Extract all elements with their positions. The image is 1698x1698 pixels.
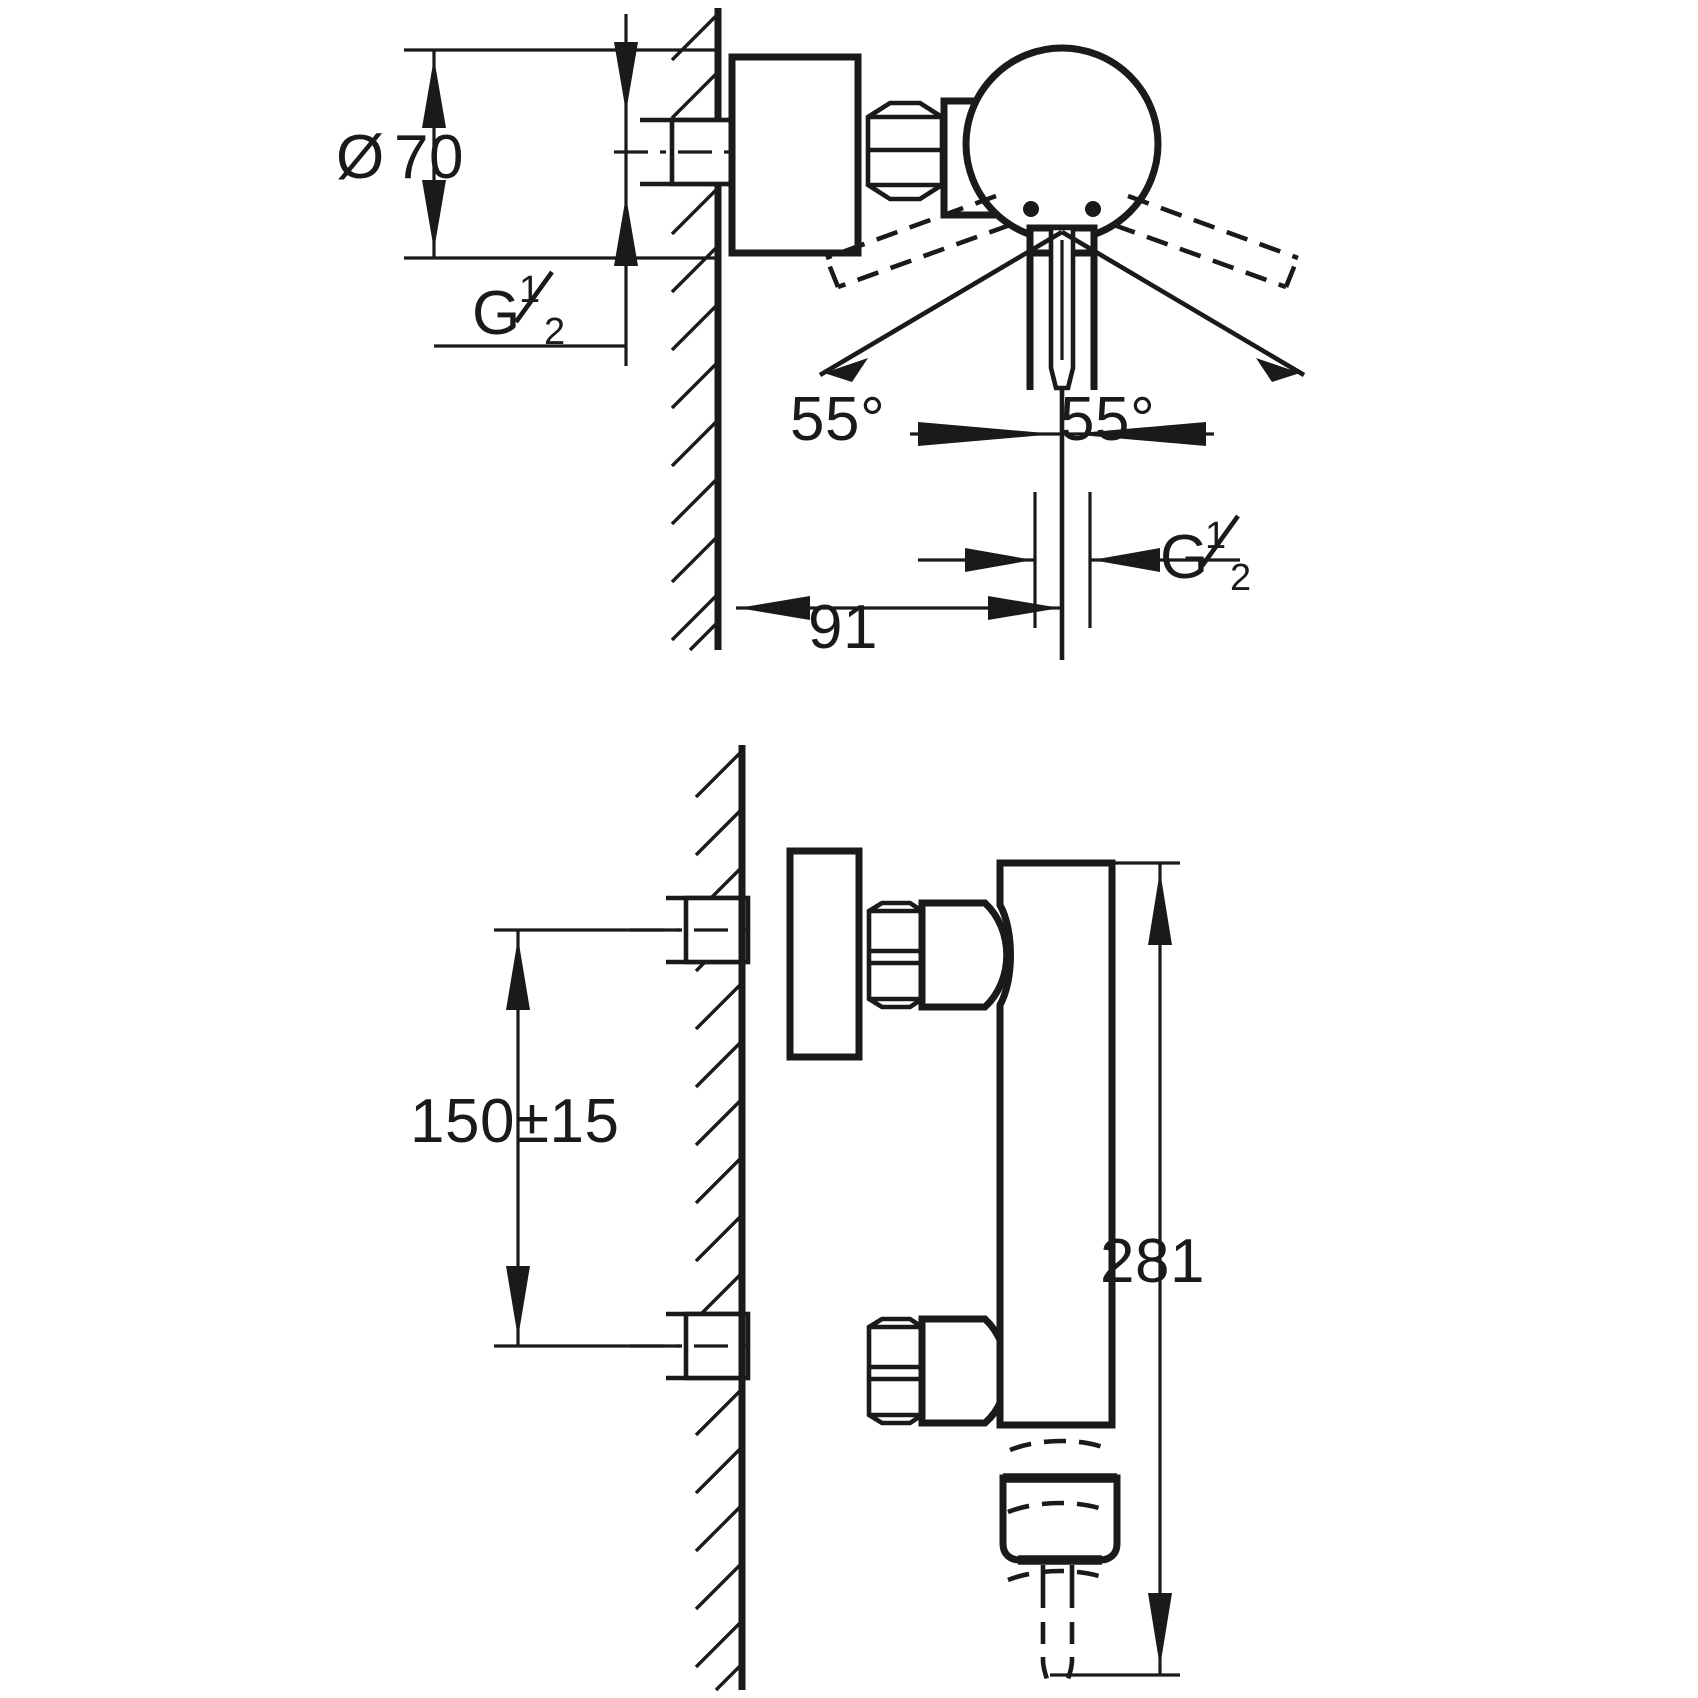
thread-top-dim: G 1 2 (434, 269, 626, 353)
escutcheon-top (728, 53, 862, 257)
height-281-arrow-down (1148, 1593, 1172, 1667)
thread-outlet-arrow-right (1092, 548, 1160, 572)
mixer-body-circle-top (962, 44, 1162, 244)
upper-connector (918, 899, 1011, 1011)
outlet-stem-front (1040, 1565, 1075, 1691)
spacing-150-label: 150±15 (410, 1087, 619, 1156)
lower-inlet-nipple (630, 1311, 756, 1381)
thread-outlet-fraction-bar (1200, 514, 1240, 568)
lower-connector-shape (918, 1315, 1011, 1427)
lever-swing-right (1113, 193, 1301, 290)
outlet-cap (999, 1438, 1121, 1583)
center-arrow-right (1068, 422, 1206, 446)
projection-91-label: 91 (808, 593, 878, 662)
center-datum-arrows (910, 422, 1214, 446)
angle-ray-right (1060, 230, 1306, 377)
mixer-body-outline-top (962, 44, 1162, 244)
spacing-150-dim: 150±15 (410, 928, 680, 1348)
diameter-70-right-arrow-up (614, 196, 638, 266)
projection-91-dim: 91 (736, 593, 1062, 662)
top-view-group: 55° 55° G 1 2 91 (336, 8, 1306, 662)
lever-swing-left (823, 193, 1011, 290)
diameter-70-dim: Ø 70 (336, 14, 718, 366)
escutcheon-plate-top (728, 53, 862, 257)
lever-handle-center (1026, 224, 1098, 391)
front-view-group: 150±15 281 (410, 745, 1205, 1692)
diameter-70-symbol: Ø (336, 123, 385, 192)
upper-inlet-nipple (630, 895, 756, 965)
angle-arrowhead-right (1256, 358, 1300, 382)
height-281-dim: 281 (1050, 861, 1205, 1677)
height-281-arrow-up (1148, 871, 1172, 945)
diameter-70-arrow-up (422, 58, 446, 128)
upper-escutcheon-plate-fg (786, 847, 863, 1061)
lower-inlet-body (683, 1311, 751, 1381)
outlet-stem-right-hidden (1064, 1622, 1075, 1691)
mixer-body-outline-front (996, 859, 1116, 1429)
lower-hex-nut (866, 1316, 925, 1426)
projection-91-arrow-right (988, 596, 1060, 620)
height-281-label: 281 (1100, 1227, 1205, 1296)
thread-top-numerator: 1 (519, 269, 540, 311)
outlet-cap-body (999, 1474, 1121, 1564)
thread-outlet-numerator: 1 (1205, 515, 1226, 557)
center-arrow-left (918, 422, 1056, 446)
diameter-70-arrow-down (422, 180, 446, 250)
thread-outlet-denominator: 2 (1230, 557, 1251, 599)
cap-hidden-arc-top (1009, 1438, 1111, 1453)
body-dot-right (1085, 201, 1101, 217)
thread-top-denominator: 2 (544, 311, 565, 353)
upper-hex-nut (866, 900, 925, 1010)
wall-hatching-top (670, 12, 720, 652)
mixer-body-front (996, 859, 1116, 1429)
angle-left-label: 55° (790, 385, 885, 454)
thread-outlet-dim: G 1 2 (918, 514, 1251, 599)
angle-right-label: 55° (1060, 385, 1155, 454)
thread-outlet-arrow-left (965, 548, 1033, 572)
thread-top-fraction-bar (514, 270, 554, 324)
spacing-150-arrow-down (506, 1266, 530, 1338)
thread-top-letter: G (472, 279, 521, 348)
spacing-150-arrow-up (506, 938, 530, 1010)
angle-ray-left (818, 230, 1064, 377)
diameter-70-right-arrow-down (614, 42, 638, 112)
projection-91-arrow-left (738, 596, 810, 620)
upper-connector-shape (918, 899, 1011, 1011)
cap-hidden-arc-bottom (1007, 1568, 1111, 1583)
angle-arrowhead-left (824, 358, 868, 382)
upper-escutcheon (738, 788, 863, 1690)
diameter-70-value: 70 (394, 123, 464, 192)
thread-outlet-letter: G (1160, 523, 1209, 592)
outlet-stem-left-hidden (1040, 1622, 1051, 1691)
lower-hex-nut-outline (866, 1316, 925, 1426)
upper-hex-nut-outline (866, 900, 925, 1010)
cap-hidden-arc-mid (1007, 1500, 1111, 1515)
lower-connector (918, 1315, 1011, 1427)
hex-nut-top (865, 100, 945, 202)
body-dot-left (1023, 201, 1039, 217)
